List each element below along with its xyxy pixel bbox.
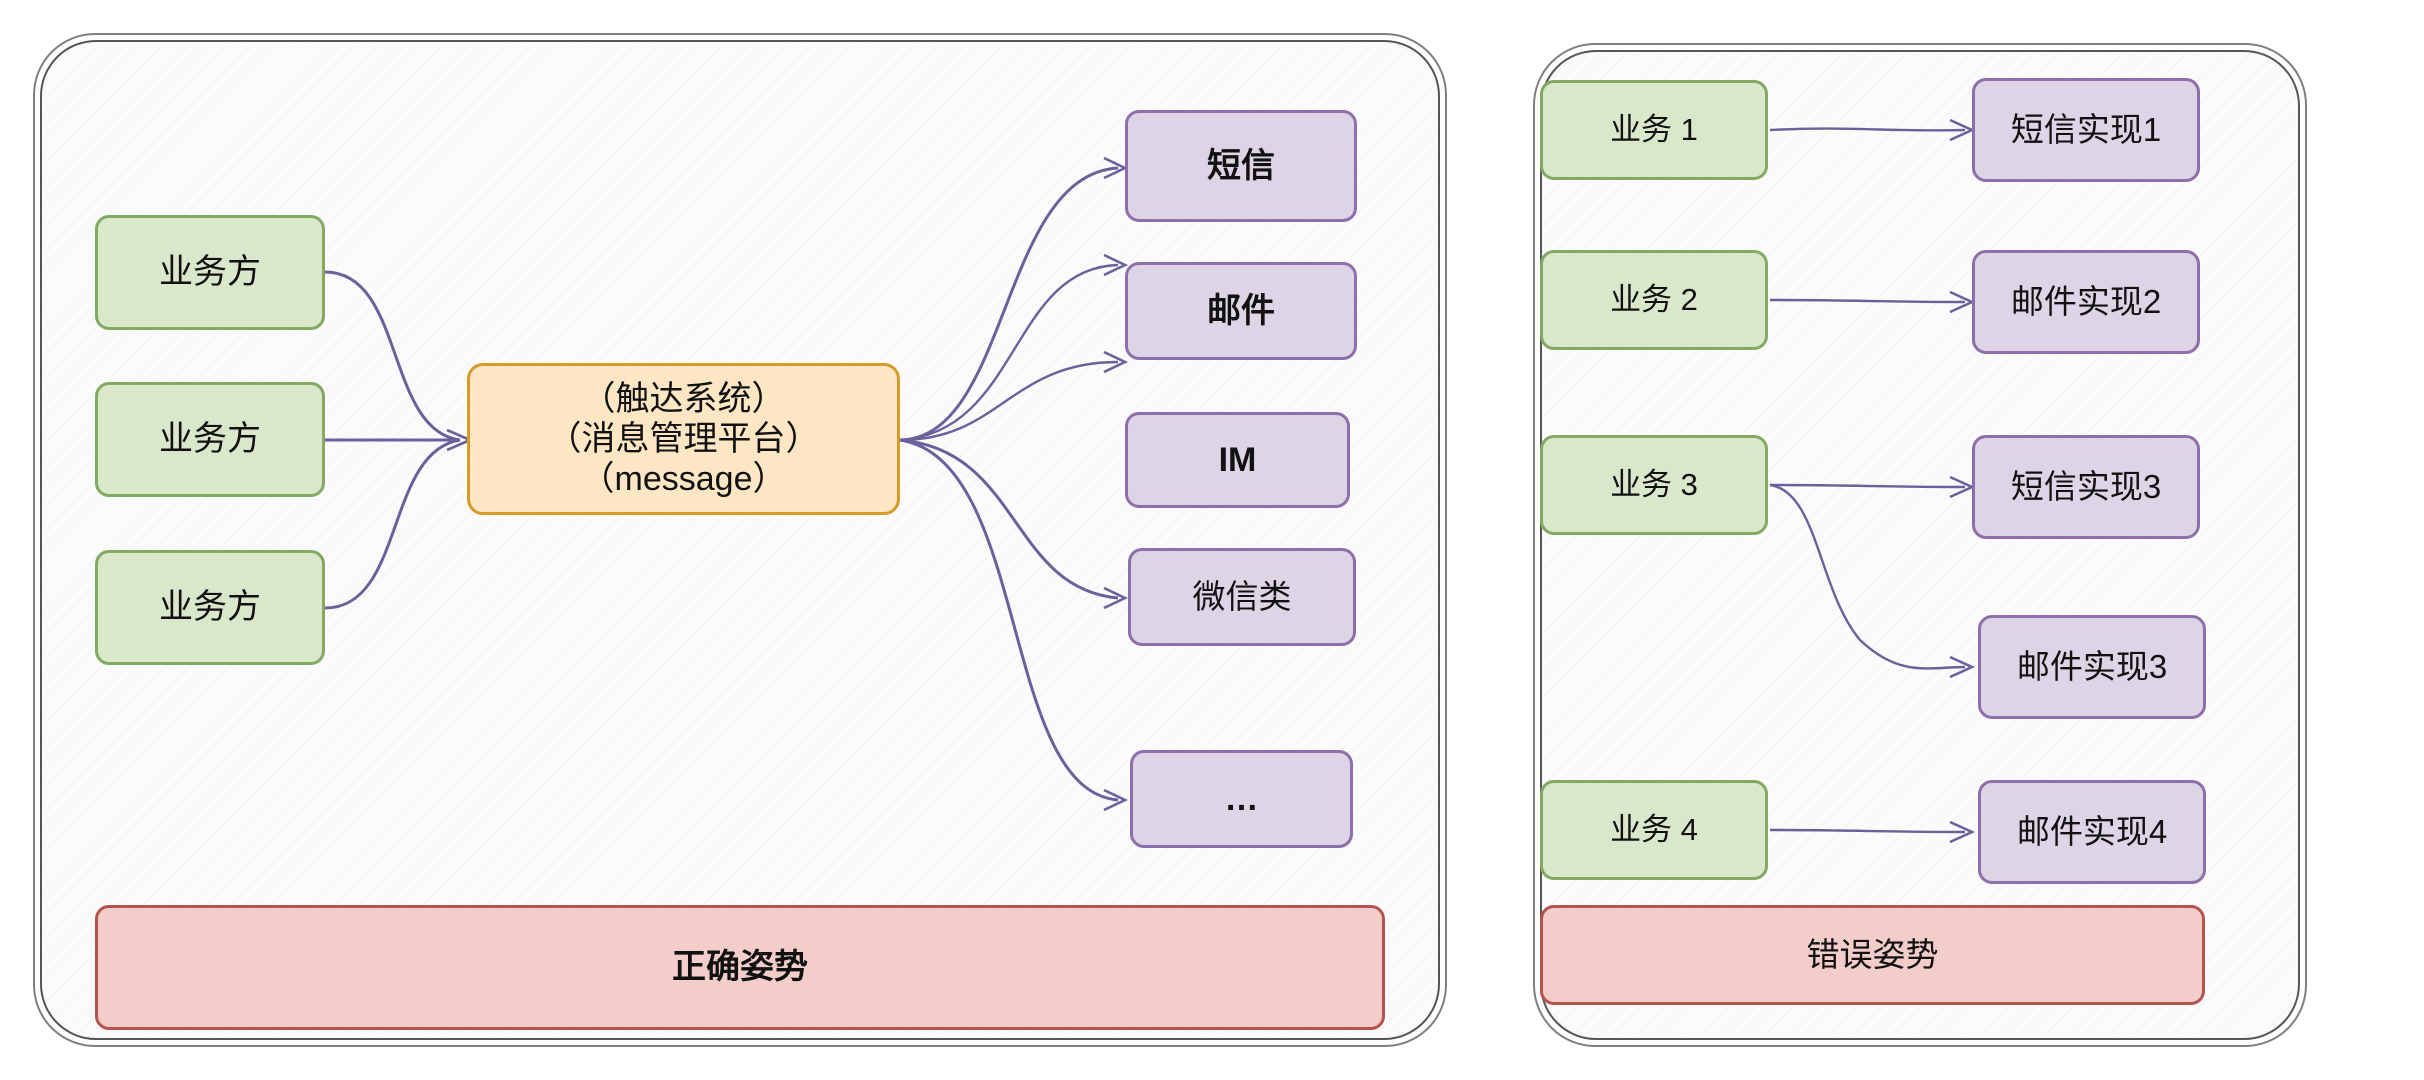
wrong-approach-panel (1533, 43, 2307, 1047)
left-banner-correct: 正确姿势 (95, 905, 1385, 1030)
source-box-2[interactable]: 业务方 (95, 382, 325, 497)
channel-box-more[interactable]: … (1130, 750, 1353, 848)
panel-background-right (1540, 50, 2300, 1040)
biz-box-4[interactable]: 业务 4 (1540, 780, 1768, 880)
source-box-1[interactable]: 业务方 (95, 215, 325, 330)
biz-box-2[interactable]: 业务 2 (1540, 250, 1768, 350)
channel-box-wechat[interactable]: 微信类 (1128, 548, 1356, 646)
impl-box-sms-3[interactable]: 短信实现3 (1972, 435, 2200, 539)
impl-box-email-4[interactable]: 邮件实现4 (1978, 780, 2206, 884)
impl-box-email-3[interactable]: 邮件实现3 (1978, 615, 2206, 719)
impl-box-email-2[interactable]: 邮件实现2 (1972, 250, 2200, 354)
impl-box-sms-1[interactable]: 短信实现1 (1972, 78, 2200, 182)
channel-box-im[interactable]: IM (1125, 412, 1350, 508)
right-banner-wrong: 错误姿势 (1540, 905, 2205, 1005)
biz-box-3[interactable]: 业务 3 (1540, 435, 1768, 535)
channel-box-sms[interactable]: 短信 (1125, 110, 1357, 222)
channel-box-email[interactable]: 邮件 (1125, 262, 1357, 360)
source-box-3[interactable]: 业务方 (95, 550, 325, 665)
message-hub-box[interactable]: （触达系统） （消息管理平台） （message） (467, 363, 900, 515)
biz-box-1[interactable]: 业务 1 (1540, 80, 1768, 180)
